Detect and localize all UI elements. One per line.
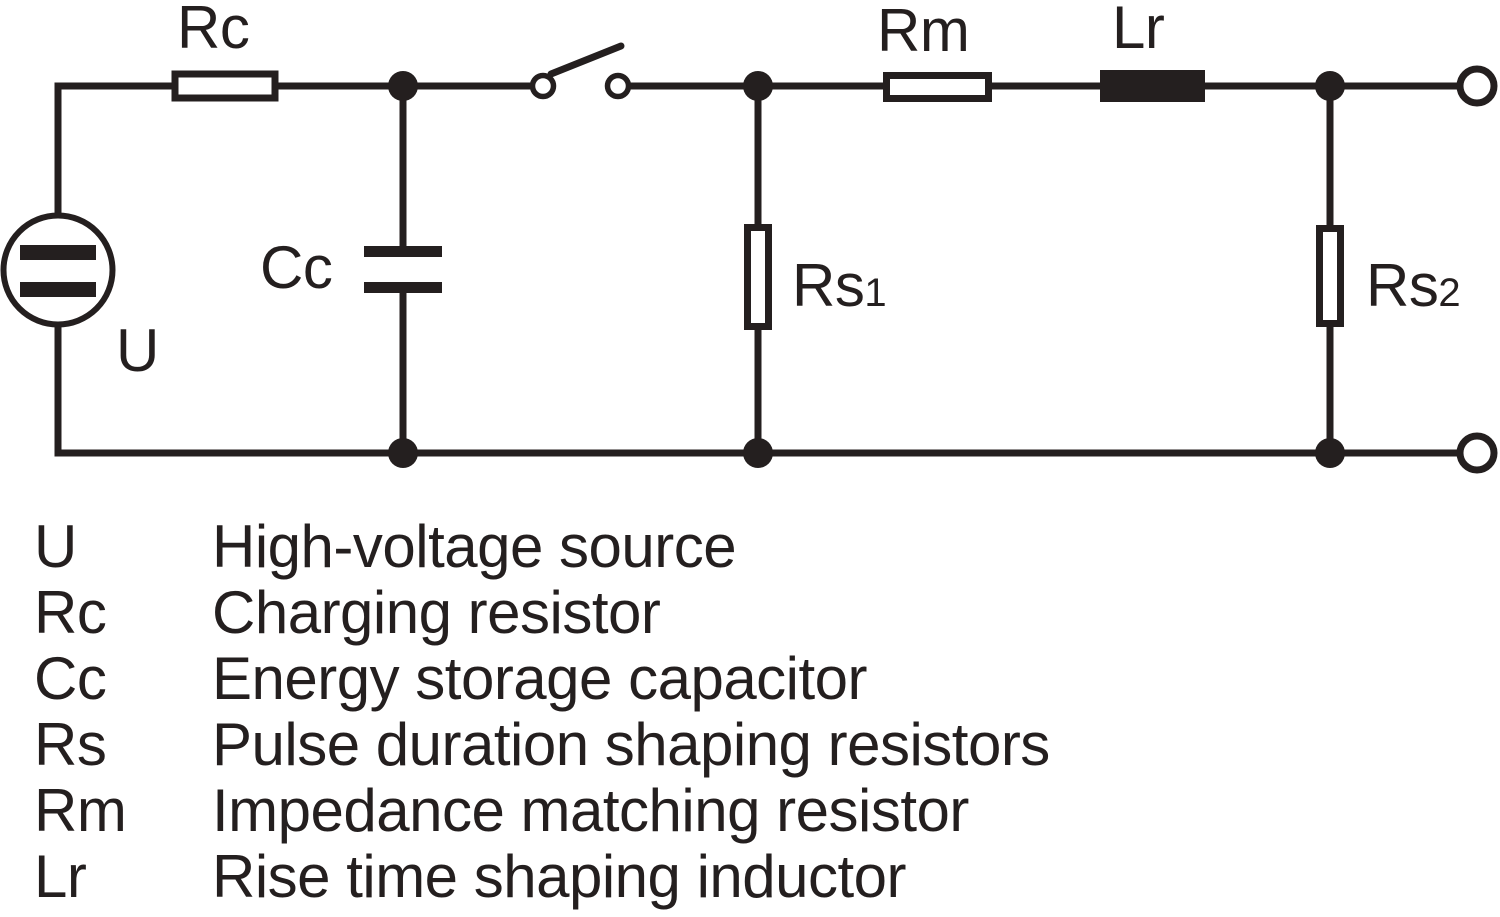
terminal-top [1456,65,1498,107]
junction-dot-top-rs1 [743,71,773,101]
capacitor-cc-plate-bottom [364,282,442,293]
inductor-lr-body [1100,70,1205,102]
resistor-rm-body [883,72,992,102]
legend-row-lr: Lr Rise time shaping inductor [34,847,1050,907]
resistor-rs2-body [1316,225,1344,327]
label-lr: Lr [1112,0,1165,61]
legend-row-rc: Rc Charging resistor [34,583,1050,643]
circuit-schematic [0,42,1498,474]
legend-row-cc: Cc Energy storage capacitor [34,649,1050,709]
label-rs1: Rs1 [792,256,887,316]
legend-description: Energy storage capacitor [212,645,868,712]
legend: U High-voltage source Rc Charging resist… [34,517,1050,907]
junction-dot-top-cc [388,71,418,101]
legend-description: Pulse duration shaping resistors [212,711,1050,778]
label-rs2-base: Rs [1366,252,1439,319]
source-bar-bottom [20,282,96,297]
legend-description: Charging resistor [212,579,661,646]
legend-row-rm: Rm Impedance matching resistor [34,781,1050,841]
legend-description: High-voltage source [212,513,737,580]
wire-bottom-rail [54,327,1460,457]
resistor-rs1-body [744,224,772,330]
resistor-rc-body [171,70,279,102]
junction-dot-top-rs2 [1315,71,1345,101]
switch-lever [547,42,625,78]
label-rc: Rc [177,0,250,61]
label-rs2-subscript: 2 [1438,271,1461,315]
capacitor-cc-plate-top [364,246,442,257]
source-bar-top [20,245,96,260]
junction-dot-bottom-rs1 [743,438,773,468]
legend-description: Rise time shaping inductor [212,843,907,910]
switch-contact-left [529,72,557,100]
label-rs2: Rs2 [1366,256,1461,316]
legend-symbol: U [34,513,77,580]
legend-symbol: Rm [34,777,127,844]
legend-symbol: Cc [34,645,107,712]
source-circle [0,212,116,328]
legend-row-u: U High-voltage source [34,517,1050,577]
label-cc: Cc [260,234,333,301]
legend-description: Impedance matching resistor [212,777,969,844]
label-rs1-base: Rs [792,252,865,319]
legend-row-rs: Rs Pulse duration shaping resistors [34,715,1050,775]
wire-top-left [54,82,173,216]
label-u: U [116,317,159,384]
legend-symbol: Rc [34,579,107,646]
junction-dot-bottom-cc [388,438,418,468]
label-rm: Rm [877,0,970,64]
junction-dot-bottom-rs2 [1315,438,1345,468]
legend-symbol: Lr [34,843,87,910]
switch-contact-right [604,72,632,100]
label-rs1-subscript: 1 [864,271,887,315]
legend-symbol: Rs [34,711,107,778]
terminal-bottom [1456,432,1498,474]
